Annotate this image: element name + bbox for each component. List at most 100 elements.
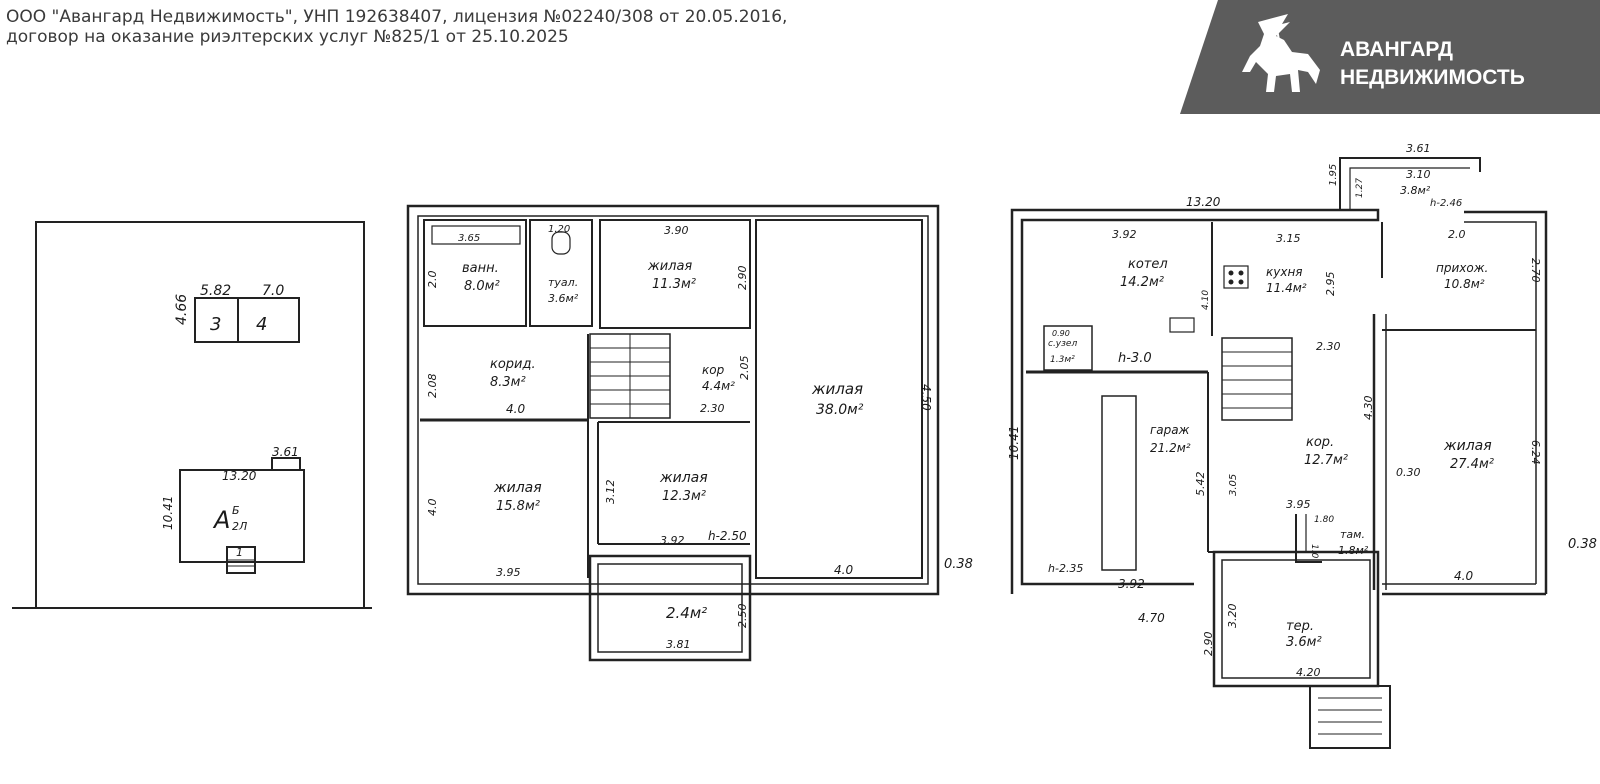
extension-ceiling: h-2.46 bbox=[1430, 198, 1462, 209]
stove-fixture bbox=[1223, 265, 1249, 289]
site-boundary bbox=[35, 221, 365, 608]
balcony-walls bbox=[588, 554, 752, 662]
boiler-fixture bbox=[1169, 317, 1195, 333]
bath-height: 2.0 bbox=[426, 271, 439, 289]
lower-living-height: 6.24 bbox=[1529, 440, 1542, 465]
site-house-side-dim: 10.41 bbox=[161, 496, 175, 530]
corridor-height: 2.08 bbox=[426, 374, 439, 399]
balcony-height: 2.50 bbox=[736, 604, 749, 629]
living-12-area: 12.3м² bbox=[662, 489, 706, 504]
floor-plan-upper bbox=[406, 204, 940, 662]
site-dim-a: 5.82 bbox=[200, 283, 231, 299]
boiler-area: 14.2м² bbox=[1120, 275, 1164, 290]
bath-width: 3.65 bbox=[458, 233, 480, 244]
store-area: 1.3м² bbox=[1050, 355, 1075, 365]
entry-stairs bbox=[1309, 685, 1391, 749]
porch-outline bbox=[271, 457, 301, 471]
house-outline bbox=[179, 469, 305, 563]
kor-name: кор bbox=[702, 363, 725, 377]
living-11-width: 3.90 bbox=[664, 224, 689, 237]
terrace-name: тер. bbox=[1286, 619, 1314, 634]
stair-number: 1 bbox=[236, 546, 243, 559]
balcony-width: 3.81 bbox=[666, 638, 691, 651]
living-12-name: жилая bbox=[659, 470, 708, 486]
living-38-name: жилая bbox=[811, 380, 863, 398]
kitchen-width: 3.15 bbox=[1276, 232, 1301, 245]
logo-band-background bbox=[1180, 0, 1600, 114]
site-dim-c: 4.66 bbox=[174, 294, 190, 325]
tambour-width: 3.95 bbox=[1286, 498, 1311, 511]
lower-top-total: 13.20 bbox=[1186, 195, 1221, 209]
lower-living-wall: 0.30 bbox=[1396, 466, 1421, 479]
living-12-side: 3.12 bbox=[604, 480, 617, 505]
terrace-width: 4.20 bbox=[1296, 666, 1321, 679]
tambour-area: 1.8м² bbox=[1338, 544, 1369, 557]
wc-walls bbox=[529, 219, 593, 327]
living-38-walls bbox=[755, 219, 923, 579]
shed-4-label: 4 bbox=[256, 314, 267, 335]
floor-plan-lower bbox=[1010, 157, 1548, 749]
lower-corridor-name: кор. bbox=[1306, 435, 1334, 450]
shed-block bbox=[194, 297, 300, 343]
kor-area: 4.4м² bbox=[702, 379, 735, 393]
knight-horse-logo-icon bbox=[1242, 14, 1320, 92]
lower-ceiling-height: h-3.0 bbox=[1118, 351, 1152, 366]
kitchen-area: 11.4м² bbox=[1266, 281, 1307, 295]
garage-ceiling: h-2.35 bbox=[1048, 562, 1083, 575]
bath-walls bbox=[423, 219, 527, 327]
license-line-2: договор на оказание риэлтерских услуг №8… bbox=[6, 27, 569, 47]
bath-name: ванн. bbox=[462, 261, 499, 276]
shed-3-label: 3 bbox=[210, 314, 221, 335]
corridor-name: корид. bbox=[490, 357, 536, 372]
extension-height-inner: 1.27 bbox=[1355, 178, 1365, 198]
living-12-ceiling: h-2.50 bbox=[708, 529, 747, 543]
license-line-1: ООО "Авангард Недвижимость", УНП 1926384… bbox=[6, 7, 788, 27]
garage-pit bbox=[1101, 395, 1137, 571]
corridor-width: 4.0 bbox=[506, 402, 525, 416]
kor-height: 2.05 bbox=[738, 356, 751, 381]
living-38-height: 4.50 bbox=[919, 384, 933, 411]
tambour-name: там. bbox=[1340, 528, 1365, 541]
wc-area: 3.6м² bbox=[548, 292, 579, 305]
garage-area: 21.2м² bbox=[1150, 441, 1191, 455]
house-mark: A bbox=[212, 506, 230, 534]
house-mark-sup: Б bbox=[232, 504, 240, 517]
lower-living-width: 4.0 bbox=[1454, 569, 1473, 583]
kitchen-height: 2.95 bbox=[1324, 272, 1337, 297]
living-38-width: 4.0 bbox=[834, 563, 853, 577]
boiler-height: 4.10 bbox=[1201, 290, 1211, 310]
extension-height: 1.95 bbox=[1328, 164, 1339, 186]
upper-inner-wall bbox=[417, 215, 929, 585]
living-15-height: 4.0 bbox=[426, 499, 439, 517]
site-dim-b: 7.0 bbox=[262, 283, 284, 299]
hall-height: 2.70 bbox=[1529, 258, 1542, 283]
living-15-name: жилая bbox=[493, 480, 542, 496]
site-house-top-dim: 13.20 bbox=[222, 469, 257, 483]
lower-side-total: 10.41 bbox=[1007, 426, 1021, 460]
terrace-area: 3.6м² bbox=[1286, 635, 1322, 650]
lower-living-name: жилая bbox=[1443, 438, 1492, 454]
terrace-walls bbox=[1212, 550, 1380, 688]
tambour-height: 1.0 bbox=[1309, 544, 1319, 559]
kor-width: 2.30 bbox=[700, 402, 725, 415]
toilet-fixture bbox=[551, 231, 571, 255]
store-width: 0.90 bbox=[1052, 329, 1070, 338]
bath-area: 8.0м² bbox=[464, 279, 500, 294]
living-11-height: 2.90 bbox=[736, 266, 749, 291]
kitchen-name: кухня bbox=[1266, 265, 1303, 279]
site-porch-dim: 3.61 bbox=[272, 445, 299, 459]
living-15-width: 3.95 bbox=[496, 566, 521, 579]
garage-height: 5.42 bbox=[1194, 472, 1207, 497]
store-name: с.узел bbox=[1048, 339, 1077, 349]
extension-width: 3.61 bbox=[1406, 142, 1431, 155]
lower-wall-thickness: 0.38 bbox=[1568, 537, 1597, 552]
hall-name: прихож. bbox=[1436, 261, 1488, 275]
site-plan bbox=[12, 221, 372, 609]
lower-stairs bbox=[1221, 337, 1293, 421]
store-room bbox=[1043, 325, 1093, 371]
garage-name: гараж bbox=[1150, 423, 1190, 437]
extension-area: 3.8м² bbox=[1400, 184, 1431, 197]
bathtub bbox=[431, 225, 521, 245]
lower-corridor-side: 3.05 bbox=[1228, 474, 1239, 496]
